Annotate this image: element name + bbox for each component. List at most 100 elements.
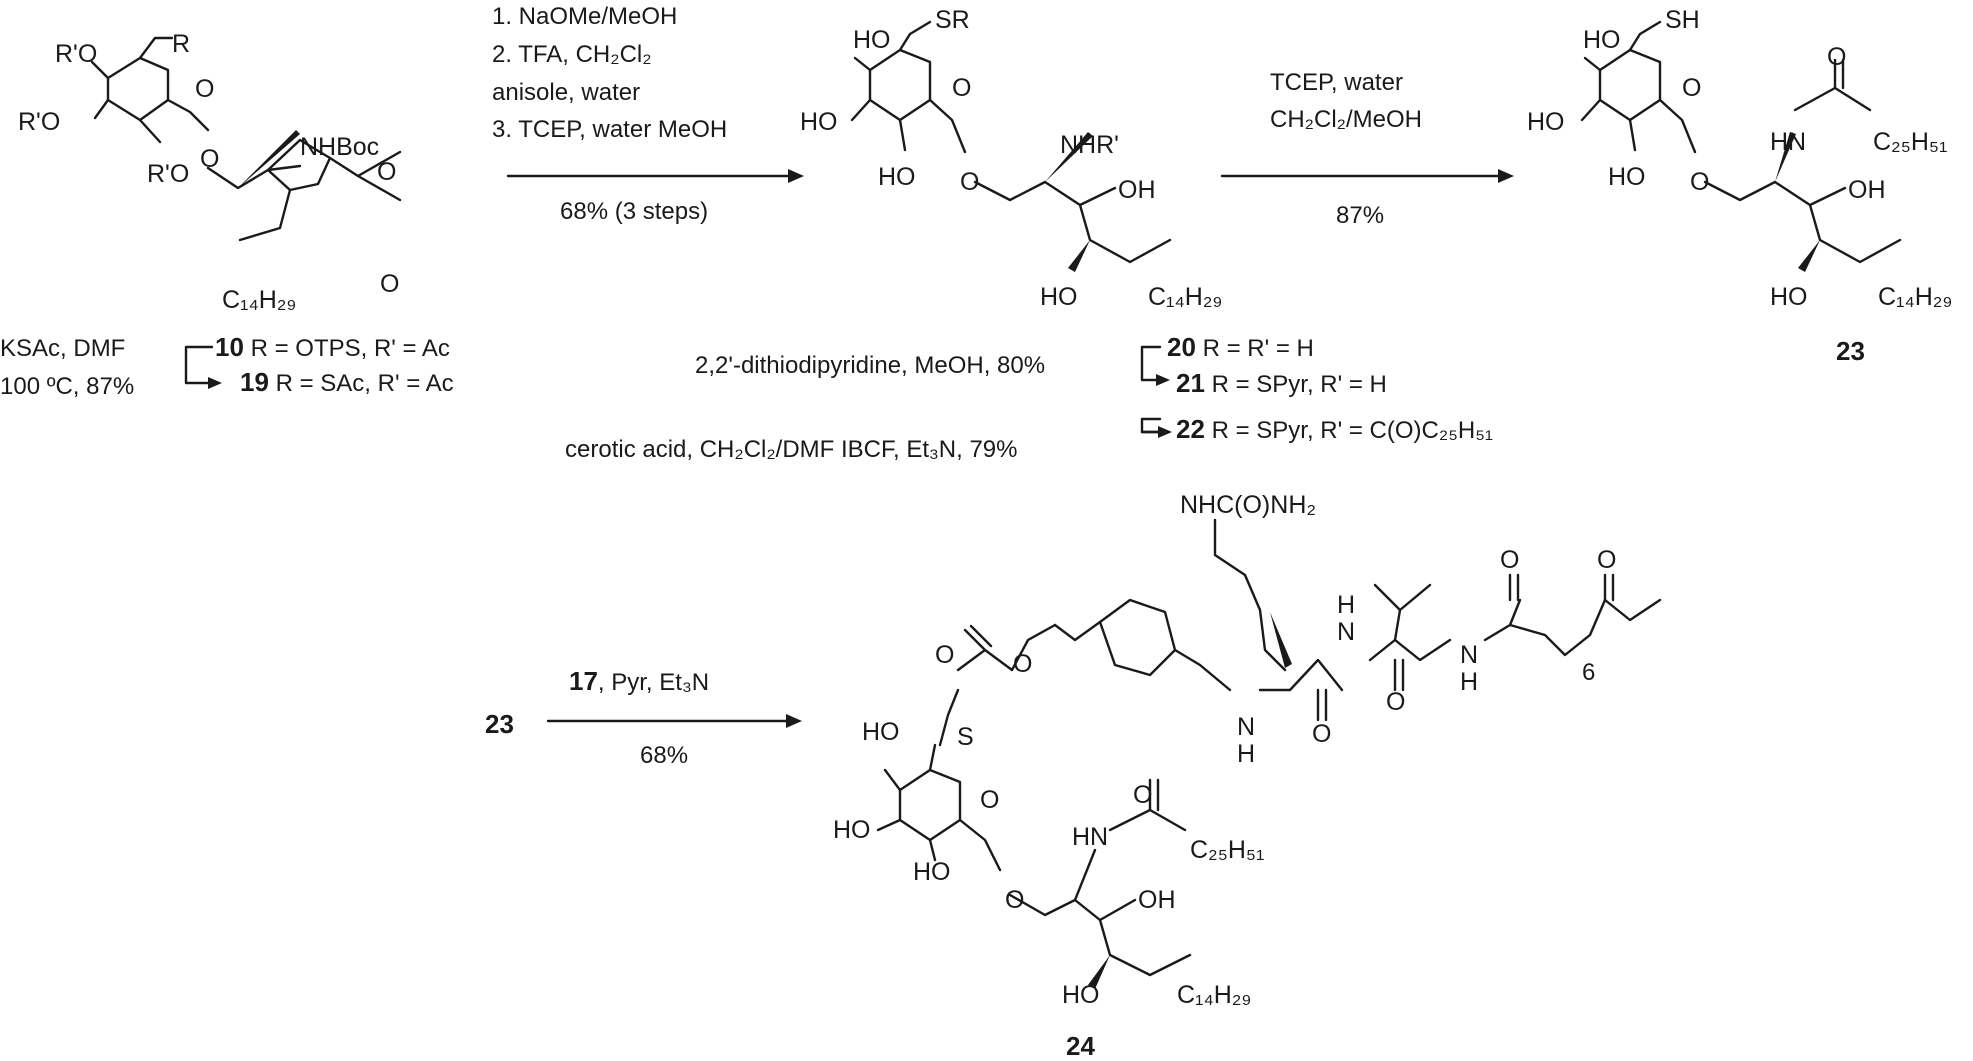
compound-start-tail: C₁₄H₂₉ [222, 286, 296, 314]
compound-24-chain-subscript: 6 [1582, 659, 1595, 686]
compound-start-ro-2: R'O [147, 160, 189, 188]
compound-start-ring-o: O [195, 75, 214, 103]
condition-final-reagents: , Pyr, Et₃N [598, 669, 709, 696]
condition-final: 17, Pyr, Et₃N [569, 666, 709, 696]
compound-21-desc: R = SPyr, R' = H [1205, 371, 1387, 398]
dithio-arrow [1140, 345, 1162, 382]
ksac-arrow [184, 345, 214, 385]
dithio-arrow-head [1156, 374, 1170, 386]
condition-ksac-line1: KSAc, DMF [0, 335, 125, 362]
compound-24-o-amide3: O [1312, 720, 1331, 748]
compound-24-s: S [957, 723, 974, 751]
compound-23-reagent-label: 23 [485, 709, 514, 739]
compound-23-tail: C₁₄H₂₉ [1878, 283, 1952, 311]
compound-24-nh3: N [1237, 713, 1255, 741]
compound-22-label: 22 R = SPyr, R' = C(O)C₂₅H₅₁ [1176, 414, 1493, 444]
compound-23-ho-tail: HO [1770, 283, 1808, 311]
compound-22-desc: R = SPyr, R' = C(O)C₂₅H₅₁ [1205, 417, 1493, 444]
condition-ksac-line2: 100 ºC, 87% [0, 373, 134, 400]
intermediate-oh: OH [1118, 176, 1156, 204]
intermediate-tail: C₁₄H₂₉ [1148, 283, 1222, 311]
compound-10-19-structure [90, 36, 402, 242]
condition-tcep-line2: CH₂Cl₂/MeOH [1270, 106, 1422, 133]
compound-24-oh: OH [1138, 886, 1176, 914]
condition-tcep-line1: TCEP, water [1270, 69, 1403, 96]
cerotic-arrow-head [1158, 426, 1172, 438]
condition-tcep-yield: 87% [1336, 202, 1384, 229]
compound-23-acyl: C₂₅H₅₁ [1873, 128, 1947, 156]
intermediate-ho-tail: HO [1040, 283, 1078, 311]
compound-start-acetonide-o2: O [380, 270, 399, 298]
compound-24-nh1: N [1337, 618, 1355, 646]
tcep-arrow-head [1498, 169, 1514, 183]
compound-24-h2: H [1460, 668, 1478, 696]
compound-start-glycosidic-o: O [200, 145, 219, 173]
condition-dithiodipyridine: 2,2'-dithiodipyridine, MeOH, 80% [695, 352, 1045, 379]
compound-23-glycosidic-o: O [1690, 168, 1709, 196]
compound-24-ho-4: HO [833, 816, 871, 844]
compound-23-ho-2: HO [1608, 163, 1646, 191]
compound-19-desc: R = SAc, R' = Ac [269, 370, 454, 397]
compound-23-hn: HN [1770, 128, 1806, 156]
intermediate-ho-4: HO [800, 108, 838, 136]
compound-24-glycosidic-o: O [1005, 886, 1024, 914]
compound-24-carbamate-o2: O [1013, 650, 1032, 678]
compound-19-label: 19 R = SAc, R' = Ac [240, 367, 454, 397]
compound-20-desc: R = R' = H [1196, 335, 1314, 362]
ksac-arrow-head [208, 377, 222, 389]
final-arrow-head [786, 714, 802, 728]
compound-23-oh: OH [1848, 176, 1886, 204]
compound-23-amide-o: O [1827, 43, 1846, 71]
compound-23-ho-6: HO [1583, 26, 1621, 54]
compound-start-ro-4: R'O [55, 40, 97, 68]
compound-24-o-amide1: O [1500, 546, 1519, 574]
compound-19-number: 19 [240, 367, 269, 397]
compound-24-number: 24 [1066, 1031, 1095, 1061]
compound-start-acetonide-o1: O [377, 158, 396, 186]
compound-24-ho-6: HO [862, 718, 900, 746]
condition-step1-line2: 2. TFA, CH₂Cl₂ [492, 41, 652, 68]
compound-23-sh: SH [1665, 6, 1700, 34]
compound-23-number: 23 [1836, 336, 1865, 366]
intermediate-nhr: NHR' [1060, 131, 1119, 159]
condition-cerotic-acid: cerotic acid, CH₂Cl₂/DMF IBCF, Et₃N, 79% [565, 436, 1018, 463]
compound-24-ho-tail: HO [1062, 981, 1100, 1009]
intermediate-ring-o: O [952, 74, 971, 102]
compound-24-ho-2: HO [913, 858, 951, 886]
condition-step1-line3: anisole, water [492, 79, 640, 106]
cerotic-arrow [1140, 417, 1162, 434]
condition-step1-line1: 1. NaOMe/MeOH [492, 3, 677, 30]
compound-21-number: 21 [1176, 368, 1205, 398]
compound-20-label: 20 R = R' = H [1167, 332, 1314, 362]
compound-24-nh2: N [1460, 641, 1478, 669]
compound-10-label: 10 R = OTPS, R' = Ac [215, 332, 450, 362]
compound-24-tail: C₁₄H₂₉ [1177, 981, 1251, 1009]
compound-10-desc: R = OTPS, R' = Ac [244, 335, 450, 362]
compound-start-r: R [172, 30, 190, 58]
intermediate-ho-2: HO [878, 163, 916, 191]
compound-22-number: 22 [1176, 414, 1205, 444]
compound-start-nhboc: NHBoc [300, 133, 379, 161]
condition-step1-yield: 68% (3 steps) [560, 198, 708, 225]
compound-20-number: 20 [1167, 332, 1196, 362]
intermediate-structure [850, 20, 1172, 272]
compound-24-urea: NHC(O)NH₂ [1180, 491, 1316, 519]
compound-24-acyl: C₂₅H₅₁ [1190, 836, 1264, 864]
step1-arrow-head [788, 169, 804, 183]
compound-24-h1: H [1337, 591, 1355, 619]
compound-10-number: 10 [215, 332, 244, 362]
intermediate-glycosidic-o: O [960, 168, 979, 196]
compound-23-ho-4: HO [1527, 108, 1565, 136]
compound-24-o-amide2: O [1386, 688, 1405, 716]
condition-final-compound-17: 17 [569, 666, 598, 696]
condition-step1-line4: 3. TCEP, water MeOH [492, 116, 727, 143]
compound-24-structure [876, 518, 1662, 989]
compound-21-label: 21 R = SPyr, R' = H [1176, 368, 1387, 398]
compound-24-hn: HN [1072, 823, 1108, 851]
compound-24-acyl-o: O [1133, 781, 1152, 809]
compound-24-h3: H [1237, 740, 1255, 768]
compound-23-structure [1580, 20, 1902, 272]
condition-final-yield: 68% [640, 742, 688, 769]
compound-start-ro-3: R'O [18, 108, 60, 136]
